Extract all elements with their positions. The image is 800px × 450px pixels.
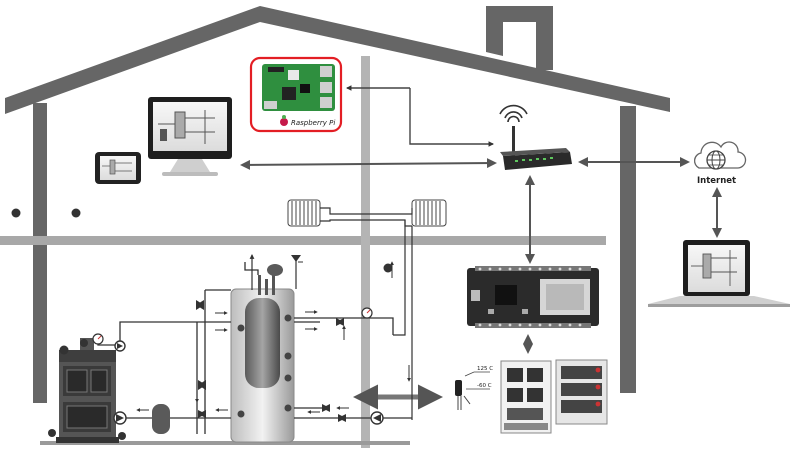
monitor-router-link — [242, 163, 495, 165]
expansion-vessel-top[interactable] — [267, 264, 283, 276]
relay-module-left[interactable] — [501, 361, 551, 433]
tablet[interactable] — [95, 152, 141, 184]
pump-boiler[interactable] — [114, 412, 126, 424]
router[interactable] — [500, 106, 572, 170]
temp-low-label: -60 C — [477, 383, 492, 389]
temperature-sensor[interactable]: 125 C -60 C — [455, 366, 493, 410]
relay-module-right[interactable] — [556, 360, 607, 424]
laptop[interactable] — [648, 240, 790, 307]
internet-cloud[interactable]: Internet — [695, 142, 746, 186]
internet-label: Internet — [697, 176, 736, 186]
flow-arrows-vertical — [197, 262, 409, 402]
raspberry-logo-icon — [280, 118, 288, 126]
radiator-left[interactable] — [288, 200, 320, 226]
pressure-gauge-left[interactable] — [93, 334, 103, 344]
raspberry-label: Raspberry Pi — [291, 119, 335, 127]
raspberry-pi[interactable]: Raspberry Pi — [251, 58, 341, 131]
storage-tank[interactable] — [231, 275, 294, 442]
esp-board[interactable] — [467, 266, 599, 328]
safety-valve[interactable] — [291, 255, 303, 289]
pressure-gauge-right[interactable] — [362, 308, 372, 318]
pump-return[interactable] — [371, 412, 383, 424]
desktop-monitor[interactable] — [148, 97, 232, 176]
radiator-right[interactable] — [412, 200, 446, 226]
temp-high-label: 125 C — [477, 366, 493, 372]
expansion-vessel-bottom[interactable] — [152, 404, 170, 434]
pump-supply[interactable] — [115, 341, 125, 351]
